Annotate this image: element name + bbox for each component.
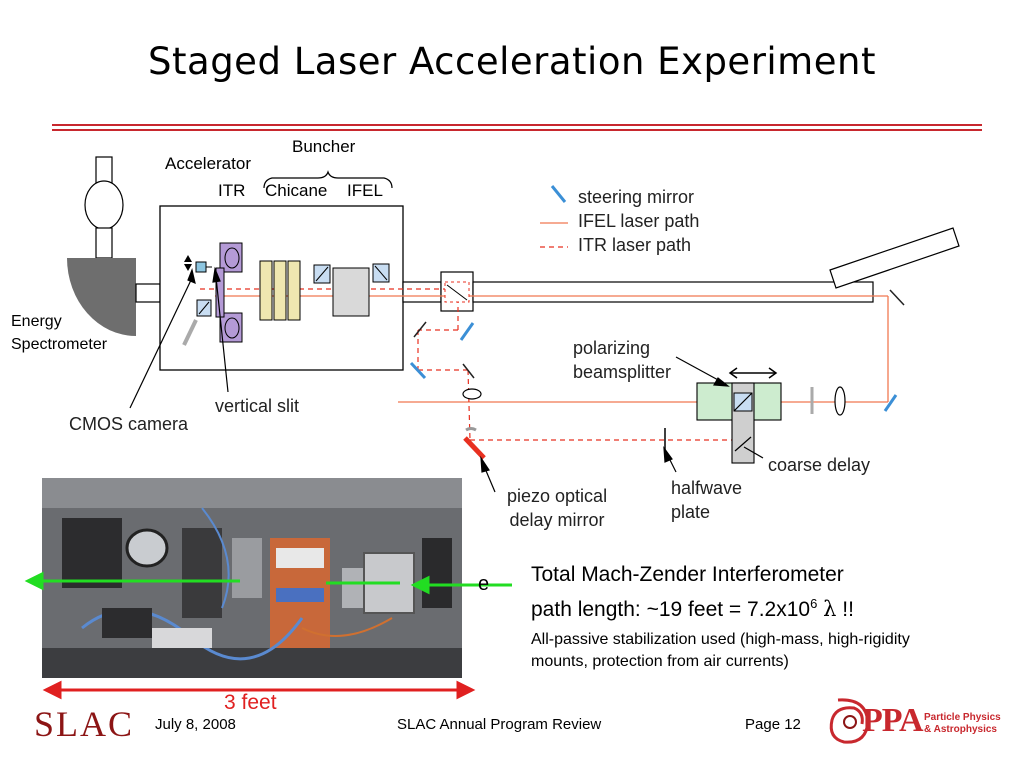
electron-label: e	[478, 573, 490, 595]
lens-small	[462, 388, 482, 400]
label-plate: plate	[671, 502, 711, 522]
label-buncher: Buncher	[292, 137, 356, 156]
footer-date: July 8, 2008	[155, 716, 236, 733]
legend-itr-laser-path: ITR laser path	[578, 235, 692, 255]
summary-path-length: path length: ~19 feet = 7.2x10	[531, 598, 811, 621]
label-accelerator: Accelerator	[165, 154, 251, 173]
summary-exclaim: !!	[842, 598, 854, 621]
ppa-tagline: Particle Physics & Astrophysics	[924, 712, 1001, 736]
summary-line1: Total Mach-Zender Interferometer	[531, 563, 844, 586]
label-piezo-delay-mirror: piezo optical delay mirror	[507, 484, 607, 532]
buncher-brace	[263, 170, 393, 189]
polarizing-beamsplitter	[696, 382, 782, 464]
setup-photo-render	[42, 478, 462, 678]
interferometer-summary: Total Mach-Zender Interferometer path le…	[531, 560, 854, 624]
scale-label: 3 feet	[224, 691, 277, 714]
summary-exponent: 6	[810, 596, 818, 611]
cmos-camera-body	[182, 319, 198, 346]
label-itr: ITR	[218, 181, 246, 200]
slide-title: Staged Laser Acceleration Experiment	[148, 40, 876, 83]
label-beamsplitter: beamsplitter	[573, 362, 672, 382]
title-rule-bottom	[52, 129, 982, 131]
ppa-logo: PPA Particle Physics & Astrophysics	[826, 694, 1001, 750]
ifel-undulator	[332, 267, 370, 317]
piezo-delay-mirror	[463, 436, 486, 460]
label-piezo-line1: piezo optical	[507, 486, 608, 506]
label-halfwave: halfwave	[671, 478, 743, 498]
label-energy: Energy	[11, 313, 62, 330]
laser-injection-pipe	[829, 227, 960, 289]
ppa-wordmark: PPA	[862, 702, 924, 739]
label-spectrometer: Spectrometer	[11, 336, 108, 353]
label-halfwave-plate: halfwave plate	[671, 476, 742, 524]
label-coarse-delay: coarse delay	[768, 455, 871, 475]
label-energy-spectrometer: Energy Spectrometer	[11, 310, 107, 356]
itr-target	[184, 255, 212, 273]
footer-page: Page 12	[745, 716, 801, 733]
energy-spectrometer	[67, 156, 161, 336]
steering-mirrors	[409, 185, 898, 412]
title-rule-top	[52, 124, 982, 126]
beam-pipe	[402, 271, 874, 312]
fixed-mirrors	[413, 289, 905, 379]
label-chicane: Chicane	[265, 181, 328, 200]
setup-photo	[42, 478, 462, 678]
slac-logo: SLAC	[34, 704, 135, 744]
lambda-symbol: λ	[823, 597, 837, 621]
bending-magnet	[215, 242, 243, 343]
label-polarizing-beamsplitter: polarizing beamsplitter	[573, 336, 671, 384]
label-vertical-slit: vertical slit	[215, 396, 300, 416]
summary-line2: path length: ~19 feet = 7.2x106 λ !!	[531, 589, 854, 624]
lens-right	[834, 386, 846, 416]
chicane-magnets	[259, 260, 301, 321]
label-ifel: IFEL	[347, 181, 383, 200]
aperture-small	[465, 427, 477, 432]
footer-event: SLAC Annual Program Review	[397, 716, 602, 733]
ppa-swirl-icon	[829, 698, 870, 744]
stabilization-note: All-passive stabilization used (high-mas…	[531, 631, 910, 670]
legend-ifel-laser-path: IFEL laser path	[578, 211, 700, 231]
label-polarizing: polarizing	[573, 338, 651, 358]
ppa-tagline-line1: Particle Physics	[924, 712, 1001, 723]
label-piezo-line2: delay mirror	[509, 510, 605, 530]
ppa-tagline-line2: & Astrophysics	[924, 724, 997, 735]
coarse-delay-arrow	[728, 367, 778, 379]
legend-steering-mirror: steering mirror	[578, 187, 695, 207]
label-cmos-camera: CMOS camera	[69, 414, 189, 434]
annotation-pointers	[129, 266, 764, 493]
